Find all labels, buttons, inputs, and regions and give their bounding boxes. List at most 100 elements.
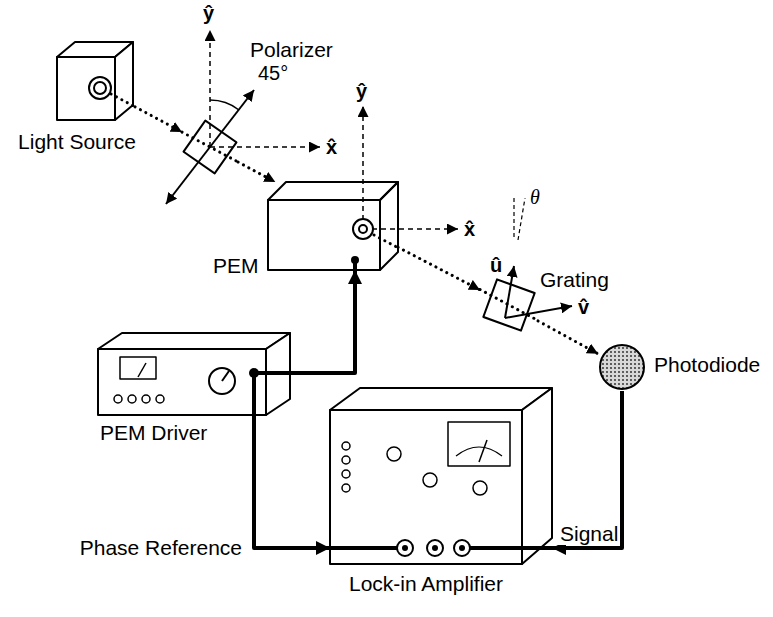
- driver-button: [114, 395, 122, 403]
- photodiode: Photodiode: [598, 343, 646, 391]
- pem-driver: PEM Driver: [98, 333, 290, 415]
- pem-side-face: [380, 182, 398, 270]
- pem-aperture-inner: [359, 225, 367, 233]
- light-beam: [480, 290, 538, 321]
- light-beam: [538, 321, 598, 354]
- driver-meter: [120, 357, 156, 379]
- lockin-meter: [448, 422, 510, 466]
- meter-needle: [479, 440, 487, 462]
- driver-front-face: [98, 349, 266, 415]
- cable-stub: [470, 546, 552, 550]
- pem-unit-drawing: [268, 182, 398, 270]
- device-label: Light Source: [18, 130, 136, 153]
- input-jack: [427, 540, 443, 556]
- axis-label: û: [490, 254, 502, 276]
- lock-in-amplifier-drawing: [330, 388, 552, 564]
- lockin-button: [342, 442, 350, 450]
- source-lens-inner: [94, 82, 106, 94]
- lockin-knob: [387, 447, 401, 461]
- axis-label: v̂: [578, 296, 589, 318]
- photodiode-drawing: [598, 343, 646, 391]
- lockin-top-face: [330, 388, 552, 410]
- grating-u-axis: [505, 266, 514, 318]
- device-label: Polarizer: [250, 38, 333, 61]
- axis-label: x̂: [464, 218, 475, 240]
- polarization-axis: [166, 90, 254, 204]
- light-beam: [398, 247, 480, 290]
- lockin-knob: [473, 481, 487, 495]
- meter-needle: [138, 363, 146, 377]
- jack-pin: [459, 545, 465, 551]
- source-front-face: [57, 57, 115, 120]
- cable-label: Signal: [558, 522, 620, 545]
- grating: Grating: [480, 276, 538, 334]
- device-label: Lock-in Amplifier: [349, 572, 503, 595]
- knob-pointer: [222, 371, 229, 381]
- light-beam: [135, 107, 182, 132]
- lockin-button: [342, 470, 350, 478]
- light-beam: [182, 132, 238, 162]
- driver-button: [142, 395, 150, 403]
- jack-pin: [402, 545, 408, 551]
- pem-top-face: [268, 182, 398, 200]
- angle-label: θ: [530, 186, 540, 208]
- angle-arc: [210, 100, 239, 110]
- source-lens: [89, 77, 111, 99]
- light-source: Light Source: [55, 40, 135, 122]
- driver-output-jack: [249, 368, 259, 378]
- light-beam: [238, 162, 275, 182]
- polarizer: Polarizer: [182, 119, 238, 175]
- cable-label: Phase Reference: [78, 536, 244, 559]
- driver-knob: [209, 368, 235, 394]
- tilted-reference-line: [518, 198, 525, 240]
- grating-plate: [483, 279, 534, 330]
- lockin-button: [342, 456, 350, 464]
- grating-v-axis: [505, 306, 572, 318]
- pem-unit: PEM: [268, 182, 398, 270]
- pem-x-axis: [363, 228, 458, 230]
- light-beam: [111, 94, 135, 107]
- device-label: Photodiode: [654, 353, 760, 376]
- device-label: PEM Driver: [100, 421, 207, 444]
- input-jack: [454, 540, 470, 556]
- cable-stub: [252, 373, 256, 415]
- lock-in-amplifier: Lock-in Amplifier: [330, 388, 552, 564]
- driver-button: [156, 395, 164, 403]
- source-side-face: [115, 42, 133, 120]
- cable-stub: [330, 546, 397, 550]
- input-jack: [397, 540, 413, 556]
- signal-cable: [290, 270, 355, 373]
- vertical-reference-line: [513, 198, 514, 240]
- driver-button: [128, 395, 136, 403]
- angle-label: 45°: [258, 62, 288, 84]
- polarizer-y-axis: [209, 30, 211, 147]
- grating-drawing: [480, 276, 538, 334]
- pem-connector: [351, 256, 359, 264]
- pem-y-axis: [362, 106, 364, 229]
- driver-top-face: [98, 333, 290, 349]
- signal-cable: [254, 415, 330, 548]
- polarizer-drawing: [182, 119, 238, 175]
- device-label: Grating: [540, 268, 609, 291]
- meter-scale: [456, 447, 502, 456]
- lockin-knob: [423, 473, 437, 487]
- polarizer-x-axis: [210, 146, 320, 148]
- pem-driver-drawing: [98, 333, 290, 415]
- pem-aperture: [353, 219, 373, 239]
- axis-label: ŷ: [203, 2, 214, 24]
- lockin-side-face: [522, 388, 552, 564]
- signal-cable: [552, 391, 622, 548]
- light-source-drawing: [55, 40, 135, 122]
- axis-label: x̂: [326, 136, 337, 158]
- lockin-front-face: [330, 410, 522, 564]
- photodiode-disc: [600, 345, 644, 389]
- cable-stub: [254, 371, 290, 375]
- light-beam: [374, 235, 398, 248]
- jack-pin: [432, 545, 438, 551]
- lockin-button: [342, 484, 350, 492]
- device-label: PEM: [213, 254, 259, 277]
- axis-label: ŷ: [356, 80, 367, 102]
